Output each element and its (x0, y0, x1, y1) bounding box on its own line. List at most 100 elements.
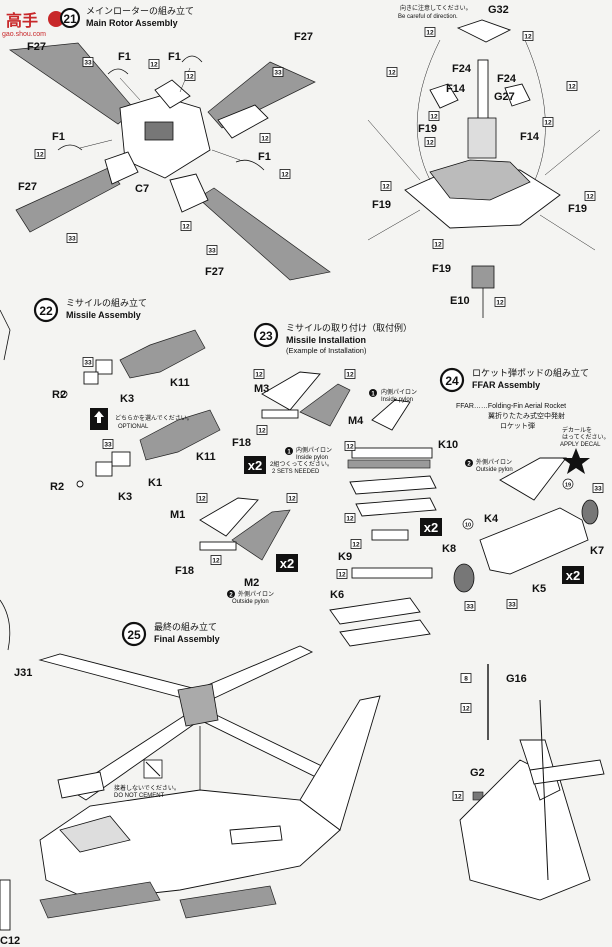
label-f24-b: F24 (497, 73, 517, 85)
badge-12: 12 (198, 496, 206, 503)
step-22-title-jp: ミサイルの組み立て (66, 297, 147, 309)
outside-pylon-en-a: Outside pylon (232, 599, 269, 605)
badge-12: 12 (150, 62, 158, 69)
final-assembly-drawing (38, 645, 381, 919)
badge-12: 12 (36, 152, 44, 159)
label-k11-b: K11 (196, 451, 216, 463)
badge-33: 33 (68, 236, 76, 243)
badge-12: 12 (462, 706, 470, 713)
multiplier-badge: x2 (566, 568, 580, 583)
optional-jp: どちらかを選んでください。 (115, 414, 193, 422)
label-k11-a: K11 (170, 377, 190, 389)
multiplier-badge: x2 (280, 556, 294, 571)
step-25-header: 25 最終の組み立て Final Assembly (121, 621, 220, 647)
label-f1-d: F1 (258, 151, 271, 163)
label-g2: G2 (470, 767, 485, 779)
badge-12: 12 (186, 74, 194, 81)
svg-text:2: 2 (467, 462, 471, 468)
badge-12: 12 (426, 30, 434, 37)
badge-12: 12 (288, 496, 296, 503)
step-25-labels: 接着しないでください。 DO NOT CEMENT (114, 784, 180, 799)
missile-drawing (60, 329, 221, 488)
watermark-text: 高手 (6, 11, 38, 30)
label-f19-b: F19 (372, 199, 391, 211)
badge-12: 12 (182, 224, 190, 231)
step-23-header: 23 ミサイルの取り付け（取付例） Missile Installation (… (253, 322, 412, 355)
step-24-labels: デカールを はってください。 APPLY DECAL 2 外側パイロン Outs… (442, 426, 610, 611)
tail-rotor-drawing (459, 664, 605, 901)
badge-33: 33 (274, 70, 282, 77)
badge-12: 12 (346, 444, 354, 451)
label-k3-a: K3 (120, 393, 134, 405)
badge-10: 10 (465, 523, 471, 529)
step-23-labels: M3 M4 F18 1 内側パイロン Inside pylon 2組つくってくだ… (170, 369, 458, 605)
badge-33: 33 (466, 604, 474, 611)
label-k9: K9 (338, 551, 352, 563)
label-f14-a: F14 (446, 83, 466, 95)
label-f1-b: F1 (168, 51, 181, 63)
step-22-header: 22 ミサイルの組み立て Missile Assembly (33, 297, 147, 323)
badge-33: 33 (508, 602, 516, 609)
label-c7: C7 (135, 183, 149, 195)
step-24-header: 24 ロケット弾ポッドの組み立て FFAR Assembly FFAR……Fol… (439, 367, 589, 430)
label-f24-a: F24 (452, 63, 472, 75)
multiplier-badge: x2 (248, 458, 262, 473)
step-23-subtitle: (Example of Installation) (286, 346, 367, 355)
label-f18-b: F18 (175, 565, 194, 577)
label-f1-c: F1 (52, 131, 65, 143)
optional-en: OPTIONAL (118, 424, 149, 430)
step-21-title-en: Main Rotor Assembly (86, 18, 178, 28)
label-m2: M2 (244, 577, 259, 589)
step-21-number: 21 (63, 12, 77, 26)
badge-12: 12 (281, 172, 289, 179)
label-g32: G32 (488, 4, 509, 16)
svg-text:1: 1 (287, 450, 291, 456)
label-f27-d: F27 (205, 266, 224, 278)
rotor-head-labels: G32 F24 F24 F14 G27 F14 F19 F19 F19 F19 … (372, 4, 596, 307)
watermark: 高手 gao.shou.com (2, 11, 64, 38)
label-f19-d: F19 (432, 263, 451, 275)
badge-12: 12 (434, 242, 442, 249)
label-k6: K6 (330, 589, 344, 601)
label-r2-a: R2 (52, 389, 66, 401)
label-f14-b: F14 (520, 131, 540, 143)
step-25-number: 25 (127, 628, 141, 642)
label-k10: K10 (438, 439, 458, 451)
step-21-header: 21 メインローターの組み立て Main Rotor Assembly (60, 5, 194, 28)
step-24-number: 24 (445, 374, 459, 388)
step-23-title-jp: ミサイルの取り付け（取付例） (286, 322, 412, 334)
label-f27-a: F27 (27, 41, 46, 53)
badge-19: 19 (565, 483, 571, 489)
outside-pylon-jp-b: 外側パイロン (476, 458, 512, 466)
main-rotor-drawing (9, 42, 331, 281)
decal-en: APPLY DECAL (560, 442, 601, 448)
badge-8: 8 (464, 676, 468, 683)
label-f19-c: F19 (568, 203, 587, 215)
rotor-head-drawing: 向きに注意してください。 Be careful of direction. (367, 4, 601, 318)
label-c12: C12 (0, 935, 20, 947)
tail-rotor-labels: 8 G16 12 G2 12 (452, 673, 527, 801)
badge-12: 12 (261, 136, 269, 143)
inside-pylon-jp-b: 内側パイロン (381, 388, 417, 396)
label-m1: M1 (170, 509, 185, 521)
label-j31: J31 (14, 667, 32, 679)
outside-pylon-en-b: Outside pylon (476, 467, 513, 473)
step-23-number: 23 (259, 329, 273, 343)
step-21-title-jp: メインローターの組み立て (86, 5, 194, 17)
decal-jp-2: はってください。 (562, 434, 610, 441)
sets-en: 2 SETS NEEDED (272, 469, 320, 475)
step-23-title-en: Missile Installation (286, 335, 366, 345)
label-f1-a: F1 (118, 51, 131, 63)
badge-33: 33 (104, 442, 112, 449)
badge-12: 12 (524, 34, 532, 41)
sets-jp: 2組つくってください。 (270, 460, 333, 468)
badge-12: 12 (338, 572, 346, 579)
label-f27-c: F27 (18, 181, 37, 193)
no-cement-jp: 接着しないでください。 (114, 784, 180, 792)
direction-note-jp: 向きに注意してください。 (400, 4, 472, 12)
label-f27-b: F27 (294, 31, 313, 43)
step-24-title-jp: ロケット弾ポッドの組み立て (472, 367, 589, 379)
badge-12: 12 (496, 300, 504, 307)
